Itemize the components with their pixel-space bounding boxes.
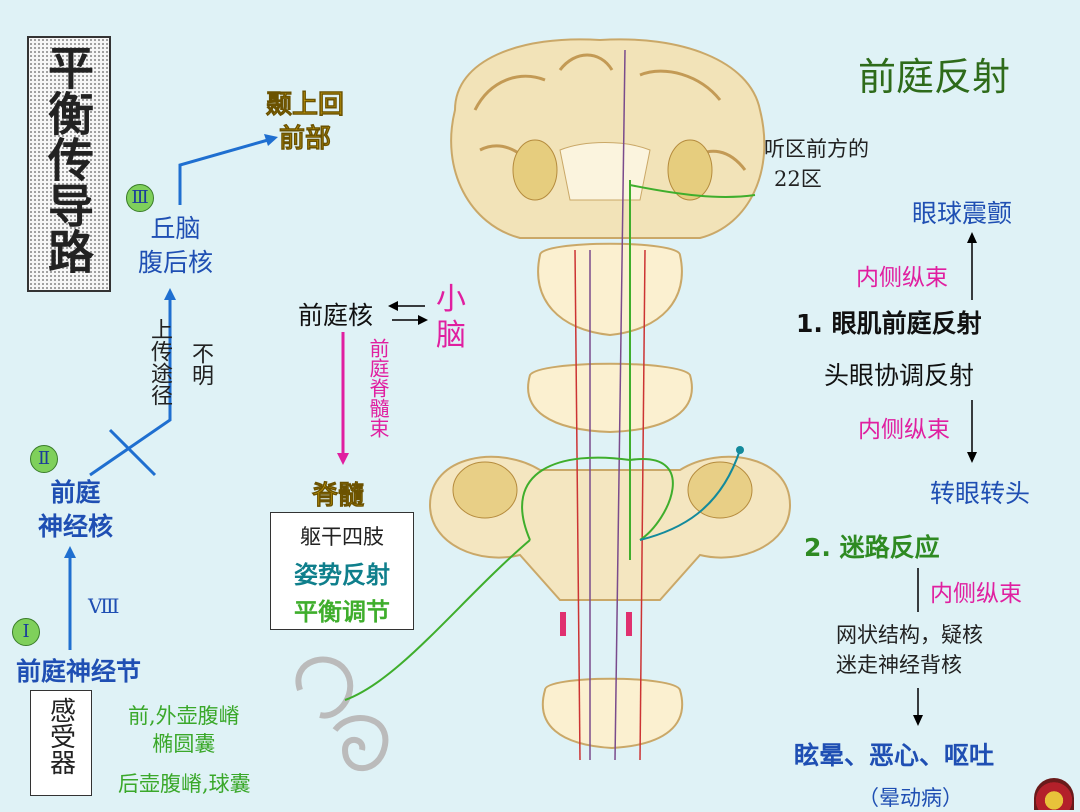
aa-line-2: 22区 [774, 167, 822, 191]
receptor-box: 感受器 [30, 690, 92, 796]
midbrain-section [537, 242, 683, 337]
head-eye-reflex-label: 头眼协调反射 [824, 361, 975, 390]
nystagmus-label: 眼球震颤 [912, 199, 1013, 228]
vestibulo-ocular-reflex-label: 1. 眼肌前庭反射 [796, 309, 982, 338]
rd1-line-1: 前,外壶腹嵴 [128, 704, 240, 728]
cerebrum-section [450, 38, 766, 239]
inner-ear [295, 656, 389, 772]
thalamus-line-2: 腹后核 [138, 248, 214, 277]
vn-line-1: 前庭 [50, 478, 101, 507]
vestibular-nuclei-label: 前庭 神经核 [38, 476, 113, 544]
motion-sickness-label: （晕动病） [858, 786, 963, 810]
page-title: 平衡传导路 [41, 44, 95, 274]
posture-line-2: 姿势反射 [294, 561, 390, 589]
rd1-line-2: 椭圆囊 [152, 732, 216, 756]
pons-section [527, 362, 693, 434]
mlf-label-1: 内侧纵束 [856, 265, 948, 291]
receptor-detail-2: 后壶腹嵴,球囊 [118, 772, 251, 796]
posture-line-3: 平衡调节 [294, 598, 390, 626]
thalamus-label: 丘脑 腹后核 [138, 212, 213, 280]
unclear-label: 不明 [188, 342, 213, 386]
cerebellum-label: 小脑 [436, 282, 466, 353]
spinal-cord-section [541, 677, 684, 750]
posture-line-1: 躯干四肢 [300, 525, 384, 549]
diagram-heading: 前庭反射 [858, 55, 1011, 99]
marker-two: Ⅱ [30, 445, 58, 473]
vestibular-nucleus-label: 前庭核 [298, 301, 374, 330]
temporal-gyrus-label: 颞上回 前部 [266, 88, 345, 156]
vn-line-2: 神经核 [38, 512, 114, 541]
ascending-pathway-label: 上传途径 [147, 318, 172, 406]
temporal-line-2: 前部 [279, 124, 332, 155]
ret-line-2: 迷走神经背核 [836, 653, 962, 677]
symptoms-label: 眩晕、恶心、呕吐 [794, 741, 995, 770]
reticular-label: 网状结构，疑核 迷走神经背核 [836, 620, 983, 680]
mlf-label-2: 内侧纵束 [858, 417, 950, 443]
posture-box: 躯干四肢 姿势反射 平衡调节 [270, 512, 414, 630]
vestibulospinal-tract-label: 前庭脊髓束 [366, 338, 390, 438]
ret-line-1: 网状结构，疑核 [836, 623, 983, 647]
ganglion-label: 前庭神经节 [16, 657, 142, 686]
spinal-cord-label: 脊髓 [312, 481, 365, 512]
temporal-line-1: 颞上回 [266, 90, 345, 121]
auditory-area-label: 听区前方的 22区 [764, 134, 869, 194]
thalamus-line-1: 丘脑 [150, 214, 201, 243]
title-box: 平衡传导路 [27, 36, 111, 292]
turn-eye-head-label: 转眼转头 [930, 479, 1031, 508]
logo-icon [1034, 778, 1074, 810]
aa-line-1: 听区前方的 [764, 137, 869, 161]
receptor-detail-1: 前,外壶腹嵴 椭圆囊 [128, 702, 240, 758]
marker-three: Ⅲ [126, 184, 154, 212]
receptor-label: 感受器 [45, 697, 76, 775]
mlf-label-3: 内侧纵束 [930, 581, 1022, 607]
labyrinth-reaction-label: 2. 迷路反应 [804, 533, 940, 562]
marker-one: Ⅰ [12, 618, 40, 646]
nerve-eight-label: Ⅷ [88, 594, 120, 618]
